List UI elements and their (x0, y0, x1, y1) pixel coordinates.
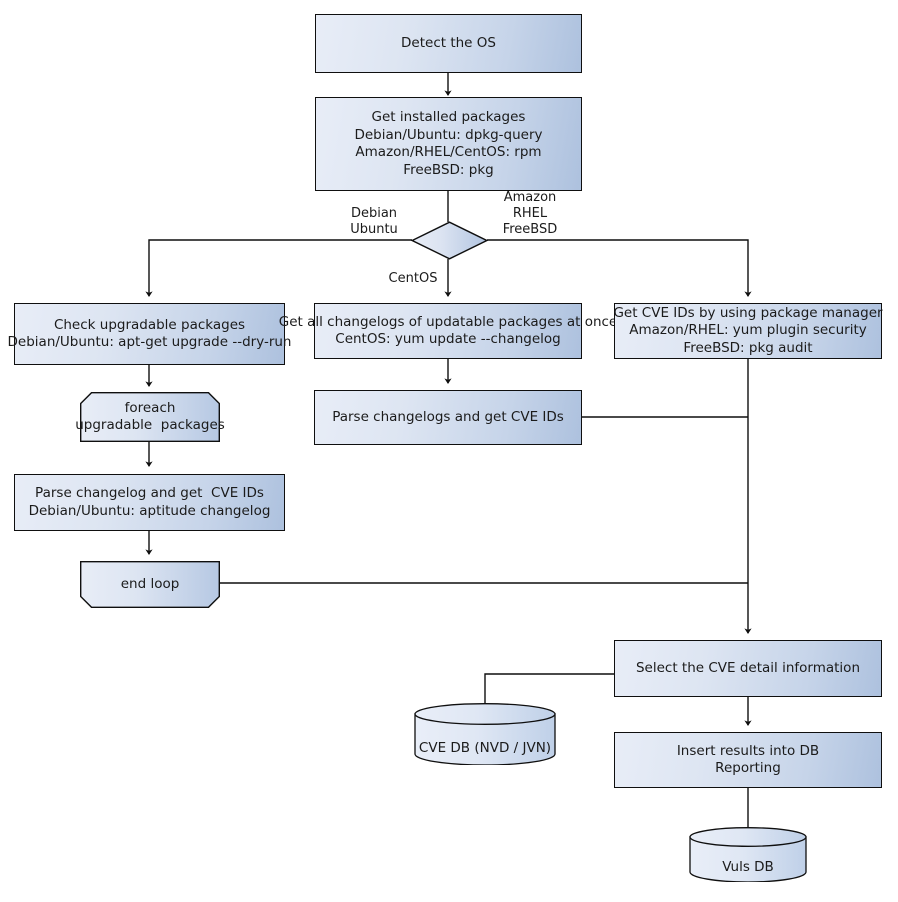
node-end-loop[interactable]: end loop (80, 561, 220, 608)
node-parse-changelog-single[interactable]: Parse changelog and get CVE IDs Debian/U… (14, 474, 285, 531)
edge-select-to-cvedb (484, 673, 614, 705)
edge-decision-debian (145, 239, 412, 298)
node-get-installed-packages[interactable]: Get installed packages Debian/Ubuntu: dp… (315, 97, 582, 191)
node-label: CVE DB (NVD / JVN) (418, 740, 552, 756)
node-insert-results-into-db[interactable]: Insert results into DB Reporting (614, 732, 882, 788)
node-label: foreach upgradable packages (75, 399, 225, 434)
node-cve-db[interactable]: CVE DB (NVD / JVN) (414, 703, 556, 765)
edge-label-debian-ubuntu: Debian Ubuntu (350, 206, 398, 237)
node-get-cve-ids-package-manager[interactable]: Get CVE IDs by using package manager Ama… (613, 303, 883, 359)
node-select-cve-detail[interactable]: Select the CVE detail information (614, 640, 882, 697)
node-foreach-loop-start[interactable]: foreach upgradable packages (75, 392, 225, 442)
node-label: end loop (120, 575, 180, 592)
node-label: Select the CVE detail information (635, 659, 860, 676)
node-label: Vuls DB (722, 858, 774, 875)
node-label: Check upgradable packages Debian/Ubuntu:… (7, 316, 292, 351)
node-parse-changelogs-bulk[interactable]: Parse changelogs and get CVE IDs (314, 390, 582, 445)
node-label: Insert results into DB Reporting (676, 742, 820, 777)
node-label: Get installed packages Debian/Ubuntu: dp… (354, 109, 543, 178)
node-os-decision[interactable] (411, 221, 488, 260)
edge-label-centos: CentOS (388, 271, 438, 286)
node-label: Get CVE IDs by using package manager Ama… (613, 304, 883, 356)
node-vuls-db[interactable]: Vuls DB (689, 827, 807, 882)
node-check-upgradable-packages[interactable]: Check upgradable packages Debian/Ubuntu:… (8, 303, 291, 365)
node-label: Get all changelogs of updatable packages… (278, 313, 618, 348)
edge-decision-amazon (487, 239, 752, 298)
edge-label-amazon-rhel-freebsd: Amazon RHEL FreeBSD (502, 190, 558, 237)
node-label: Parse changelog and get CVE IDs Debian/U… (28, 485, 271, 519)
node-label: Detect the OS (401, 34, 496, 51)
node-get-all-changelogs[interactable]: Get all changelogs of updatable packages… (279, 303, 617, 359)
node-label: Parse changelogs and get CVE IDs (332, 408, 564, 425)
node-detect-the-os[interactable]: Detect the OS (315, 14, 582, 73)
